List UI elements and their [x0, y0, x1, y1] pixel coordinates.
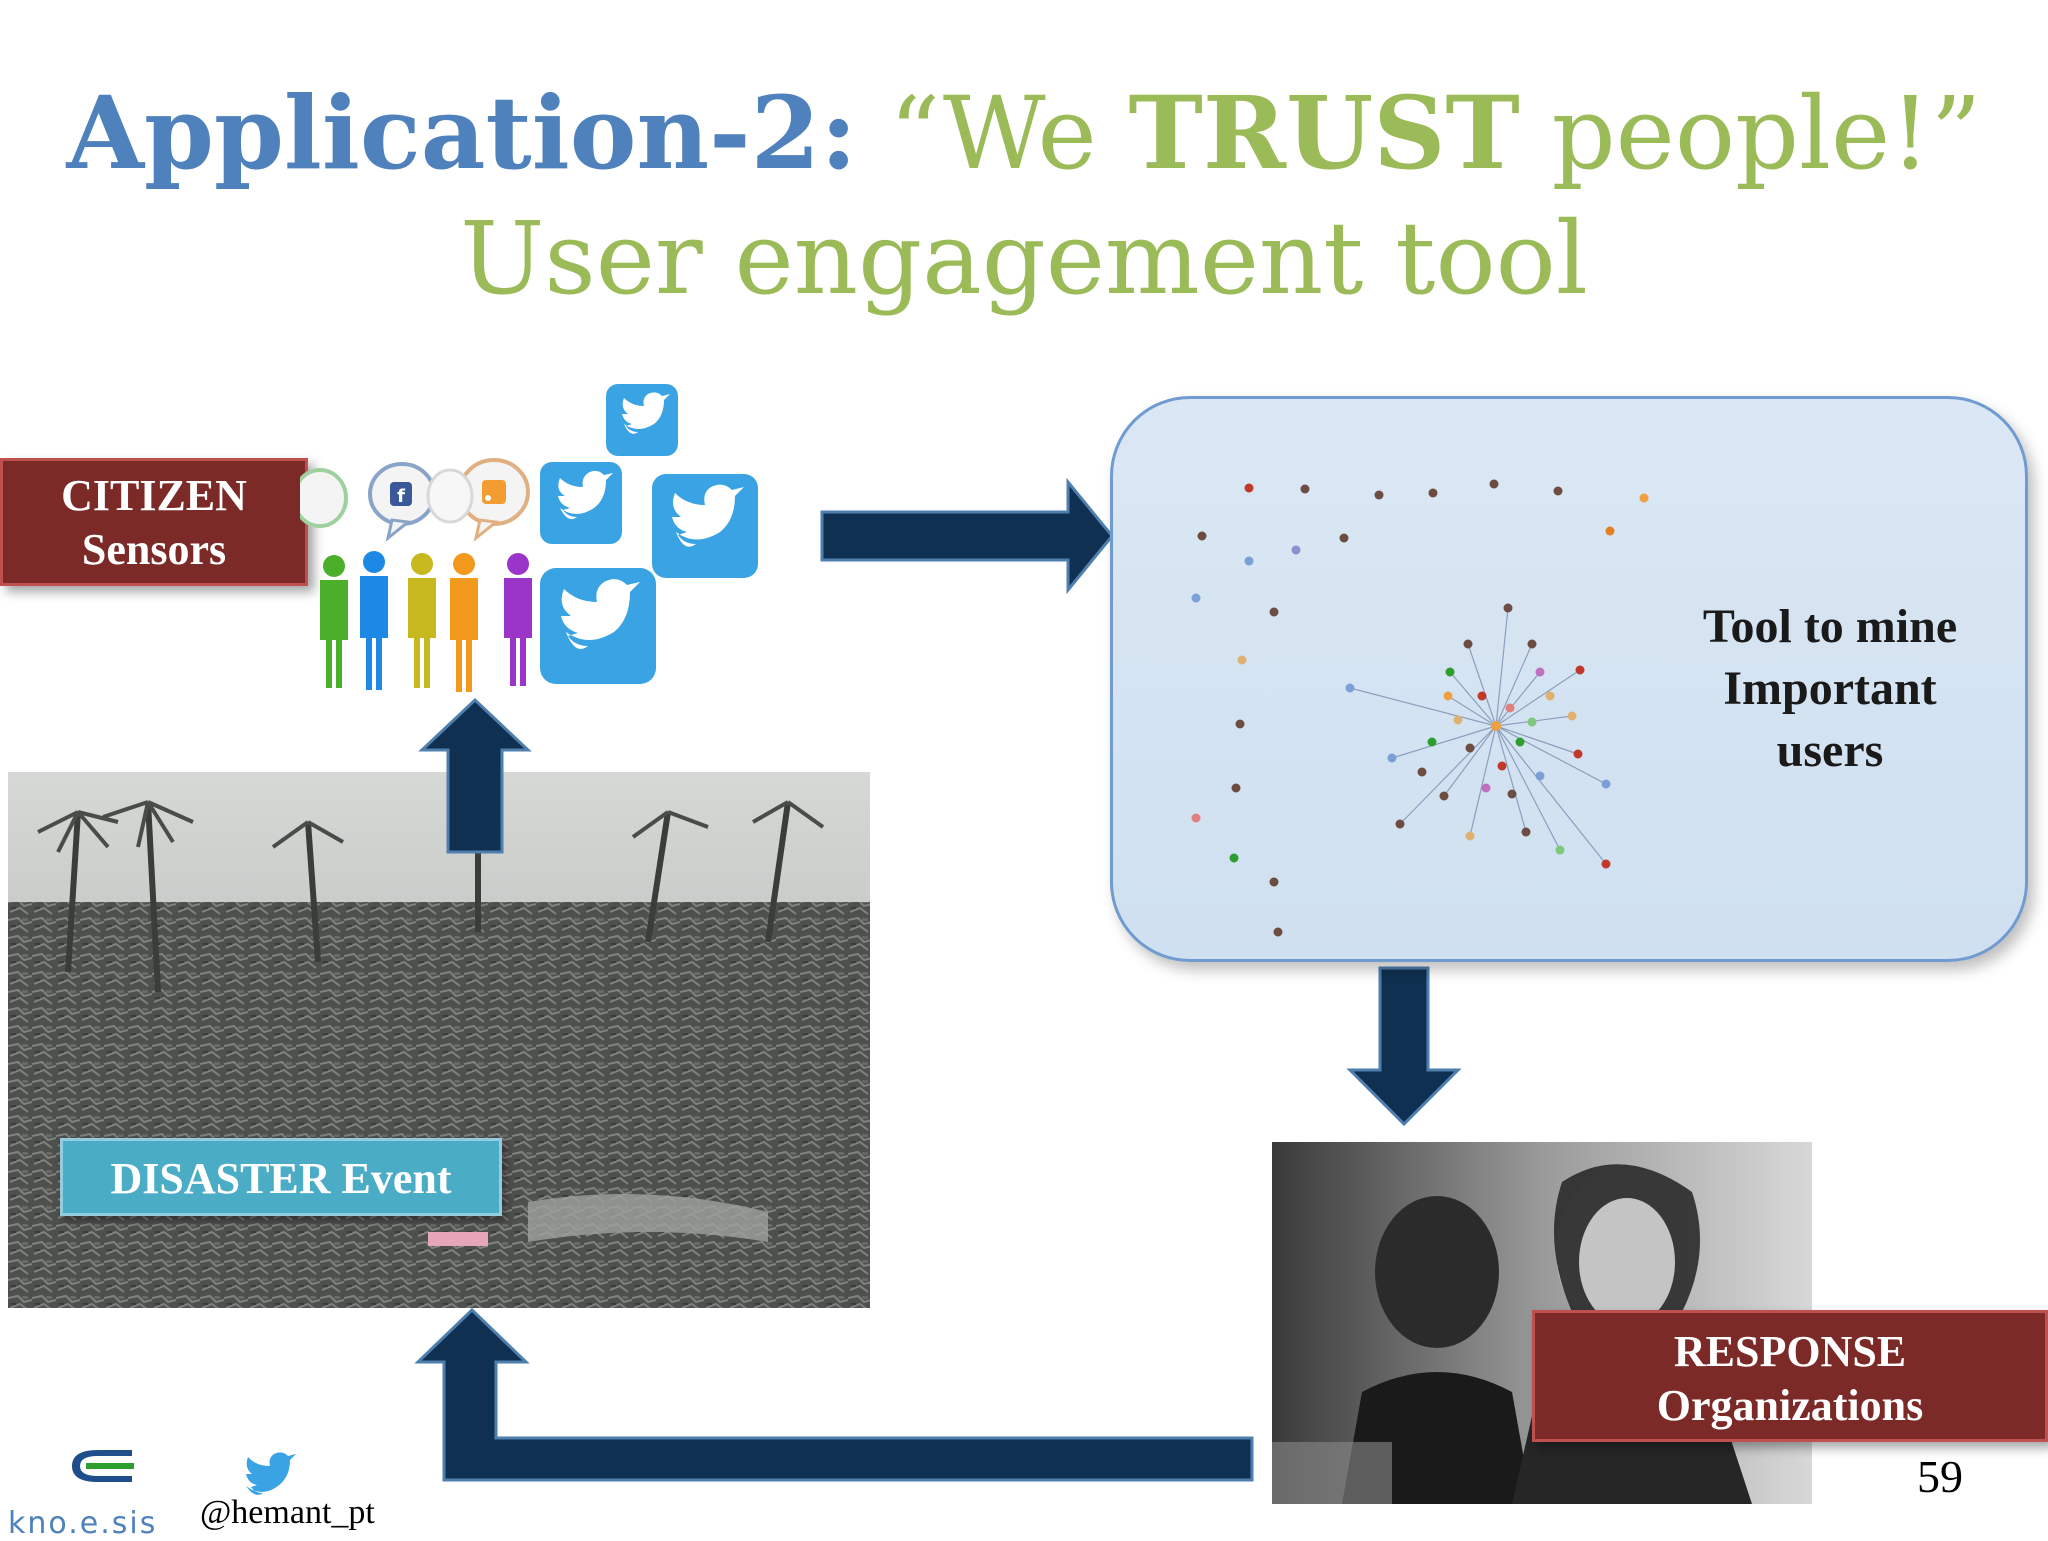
response-organizations-box: RESPONSE Organizations: [1532, 1310, 2048, 1442]
arrow-down-icon: [1346, 966, 1462, 1127]
disaster-event-label: DISASTER Event: [60, 1138, 502, 1216]
title-quote-close: people!”: [1551, 75, 1982, 192]
tool-line1: Tool to mine: [1702, 600, 1958, 653]
network-nodes: [1191, 479, 1649, 937]
citizen-line2: Sensors: [81, 525, 227, 574]
arrow-up-icon: [418, 697, 532, 854]
citizen-sensors-box: CITIZEN Sensors: [0, 458, 308, 586]
twitter-handle: @hemant_pt: [200, 1494, 375, 1531]
network-tool-panel: [1110, 396, 2028, 962]
tool-line3: users: [1776, 724, 1884, 777]
twitter-icon: [246, 1452, 296, 1495]
twitter-icon: [652, 474, 758, 578]
twitter-icon: [606, 384, 678, 456]
arrow-right-icon: [820, 477, 1114, 595]
slide-number: 59: [1917, 1451, 1963, 1502]
svg-text:f: f: [397, 486, 405, 507]
title-prefix: Application-2:: [66, 74, 858, 192]
twitter-icon: [540, 462, 622, 544]
facebook-icon: f: [368, 462, 436, 542]
slide-subtitle: User engagement tool: [460, 200, 1588, 317]
twitter-icon: [540, 568, 656, 684]
response-line1: RESPONSE: [1673, 1327, 1907, 1376]
knoesis-wordmark: kno.e.sis: [8, 1506, 158, 1541]
title-trust: TRUST: [1128, 74, 1520, 192]
citizen-line1: CITIZEN: [61, 471, 247, 520]
knoesis-logo: [72, 1450, 134, 1482]
arrow-back-icon: [414, 1307, 1254, 1482]
slide-title: Application-2: “We TRUST people!”: [0, 78, 2048, 189]
social-media-cluster: f: [300, 384, 758, 692]
title-quote-open: “We: [888, 75, 1097, 192]
network-graph: [1191, 479, 1649, 937]
people-icon: [320, 551, 532, 692]
tool-line2: Important: [1723, 662, 1937, 715]
chat-bubble-icon: [300, 468, 474, 528]
disaster-photo: [8, 772, 870, 1308]
response-line2: Organizations: [1656, 1381, 1924, 1430]
tool-description: Tool to mine Important users: [1660, 596, 2000, 782]
